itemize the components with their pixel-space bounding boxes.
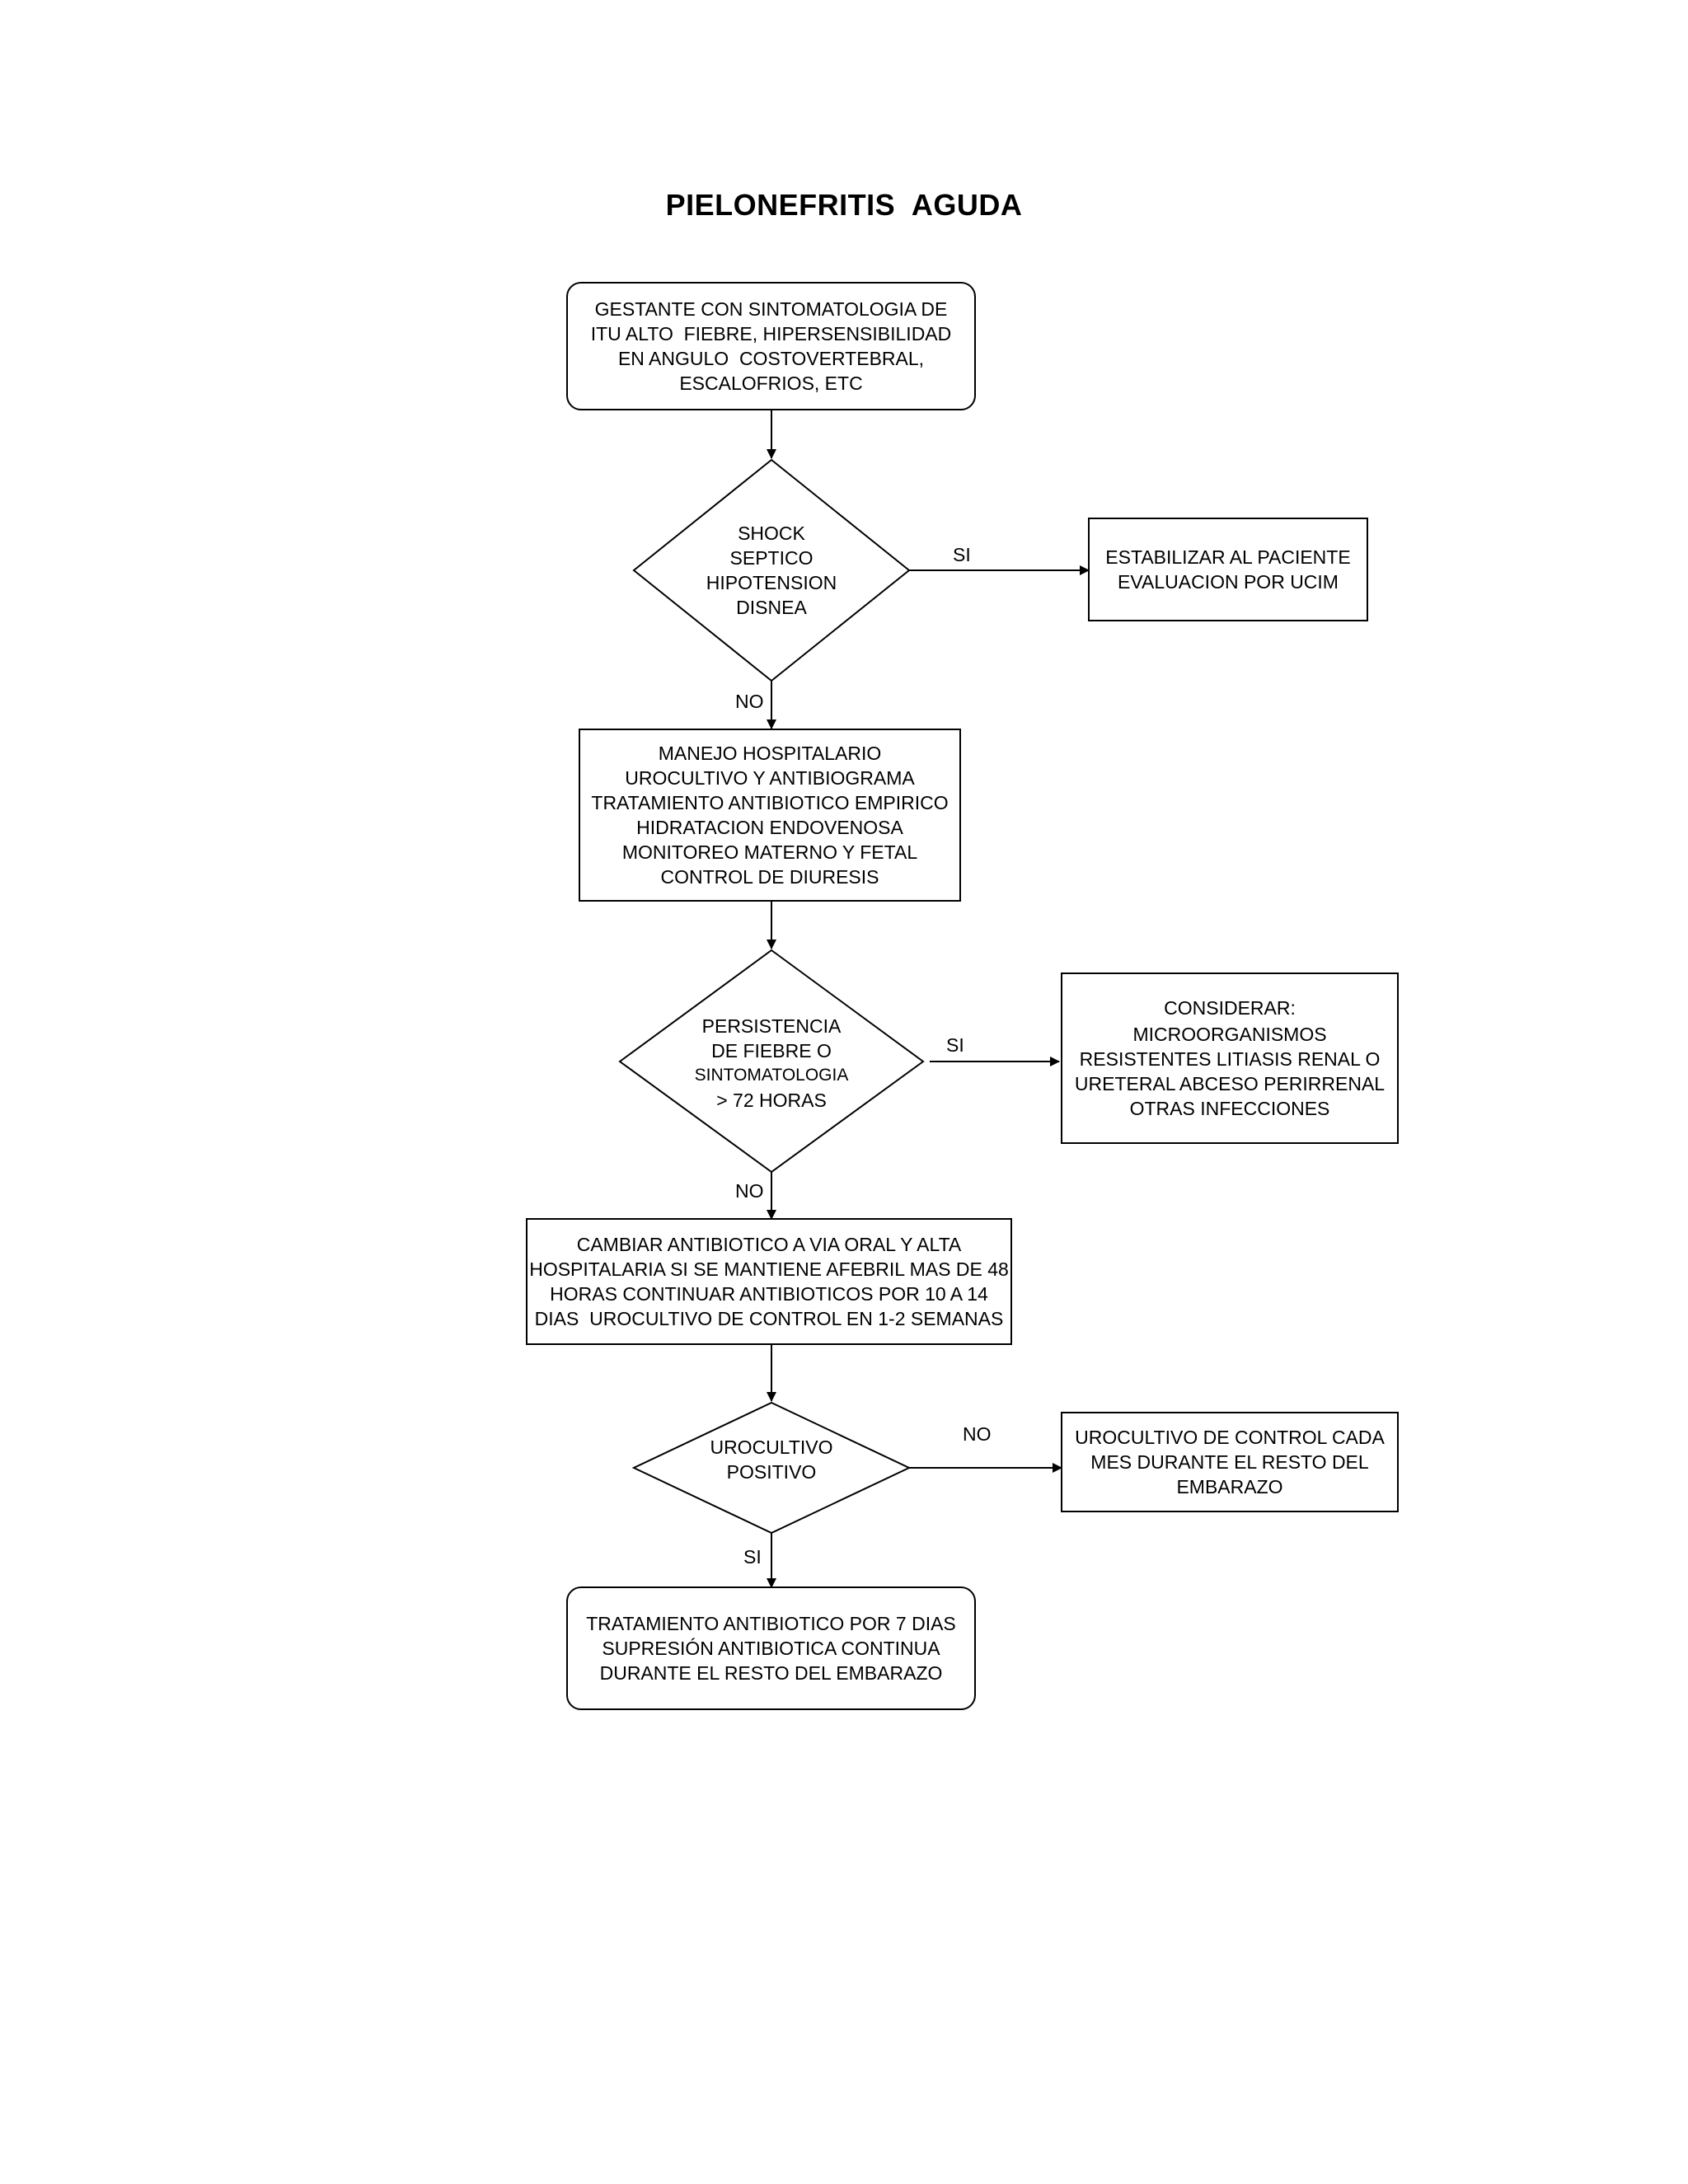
- hospital-line-2: UROCULTIVO Y ANTIBIOGRAMA: [625, 767, 915, 789]
- stabilize-line-2: EVALUACION POR UCIM: [1118, 571, 1339, 593]
- fever-line-3: SINTOMATOLOGIA: [694, 1066, 849, 1085]
- fever-line-2: DE FIEBRE O: [711, 1040, 832, 1062]
- fever-line-1: PERSISTENCIA: [701, 1015, 842, 1037]
- hospital-line-6: CONTROL DE DIURESIS: [660, 866, 879, 888]
- hospital-line-3: TRATAMIENTO ANTIBIOTICO EMPIRICO: [591, 792, 949, 813]
- hospital-line-4: HIDRATACION ENDOVENOSA: [636, 817, 903, 838]
- start-line-4: ESCALOFRIOS, ETC: [679, 373, 863, 394]
- fever-decision-text: PERSISTENCIA DE FIEBRE O SINTOMATOLOGIA …: [668, 997, 875, 1129]
- culture-no-label: NO: [963, 1423, 992, 1445]
- hospital-node: MANEJO HOSPITALARIO UROCULTIVO Y ANTIBIO…: [579, 729, 961, 902]
- fever-no-label: NO: [735, 1180, 764, 1202]
- consider-line-3: MICROORGANISMOS: [1132, 1024, 1327, 1045]
- shock-no-label: NO: [735, 691, 764, 712]
- fever-line-4: > 72 HORAS: [716, 1090, 827, 1111]
- hospital-line-5: MONITOREO MATERNO Y FETAL: [621, 841, 918, 863]
- culture-decision-text: UROCULTIVO POSITIVO: [689, 1431, 854, 1488]
- culture-yes-label: SI: [743, 1546, 762, 1568]
- consider-line-5: URETERAL ABCESO PERIRRENAL: [1074, 1073, 1386, 1094]
- stabilize-line-1: ESTABILIZAR AL PACIENTE: [1105, 546, 1351, 568]
- oral-line-2: HOSPITALARIA SI SE MANTIENE AFEBRIL MAS …: [529, 1258, 1009, 1280]
- monthly-line-1: UROCULTIVO DE CONTROL CADA: [1075, 1427, 1385, 1448]
- treatment-node: TRATAMIENTO ANTIBIOTICO POR 7 DIAS SUPRE…: [566, 1586, 976, 1710]
- start-line-2: ITU ALTO FIEBRE, HIPERSENSIBILIDAD: [590, 323, 952, 344]
- consider-line-6: OTRAS INFECCIONES: [1129, 1098, 1330, 1119]
- oral-line-1: CAMBIAR ANTIBIOTICO A VIA ORAL Y ALTA: [576, 1234, 962, 1255]
- oral-node: CAMBIAR ANTIBIOTICO A VIA ORAL Y ALTA HO…: [526, 1218, 1012, 1345]
- stabilize-node: ESTABILIZAR AL PACIENTE EVALUACION POR U…: [1088, 518, 1368, 621]
- start-node: GESTANTE CON SINTOMATOLOGIA DE ITU ALTO …: [566, 282, 976, 410]
- shock-yes-label: SI: [953, 544, 971, 565]
- treatment-line-3: DURANTE EL RESTO DEL EMBARAZO: [599, 1662, 943, 1684]
- monthly-node: UROCULTIVO DE CONTROL CADA MES DURANTE E…: [1061, 1412, 1399, 1512]
- treatment-line-1: TRATAMIENTO ANTIBIOTICO POR 7 DIAS: [586, 1613, 956, 1634]
- culture-line-2: POSITIVO: [726, 1461, 817, 1483]
- shock-decision-text: SHOCK SEPTICO HIPOTENSION DISNEA: [676, 504, 867, 636]
- diagram-title: PIELONEFRITIS AGUDA: [665, 188, 1023, 222]
- culture-line-1: UROCULTIVO: [710, 1436, 833, 1458]
- shock-line-2: SEPTICO: [729, 547, 814, 569]
- consider-node: CONSIDERAR: MICROORGANISMOS RESISTENTES …: [1061, 972, 1399, 1144]
- shock-line-3: HIPOTENSION: [706, 572, 837, 593]
- oral-line-4: DIAS UROCULTIVO DE CONTROL EN 1-2 SEMANA…: [534, 1308, 1004, 1329]
- shock-line-1: SHOCK: [738, 523, 805, 544]
- consider-line-1: CONSIDERAR:: [1164, 997, 1296, 1019]
- oral-line-3: HORAS CONTINUAR ANTIBIOTICOS POR 10 A 14: [550, 1283, 988, 1305]
- start-line-3: EN ANGULO COSTOVERTEBRAL,: [617, 348, 925, 369]
- consider-line-4: RESISTENTES LITIASIS RENAL O: [1079, 1048, 1381, 1070]
- treatment-line-2: SUPRESIÓN ANTIBIOTICA CONTINUA: [602, 1638, 940, 1659]
- shock-line-4: DISNEA: [736, 597, 807, 618]
- hospital-line-1: MANEJO HOSPITALARIO: [658, 743, 882, 764]
- fever-yes-label: SI: [946, 1034, 964, 1056]
- start-line-1: GESTANTE CON SINTOMATOLOGIA DE: [594, 298, 948, 320]
- monthly-line-3: EMBARAZO: [1176, 1476, 1283, 1497]
- monthly-line-2: MES DURANTE EL RESTO DEL: [1090, 1451, 1369, 1473]
